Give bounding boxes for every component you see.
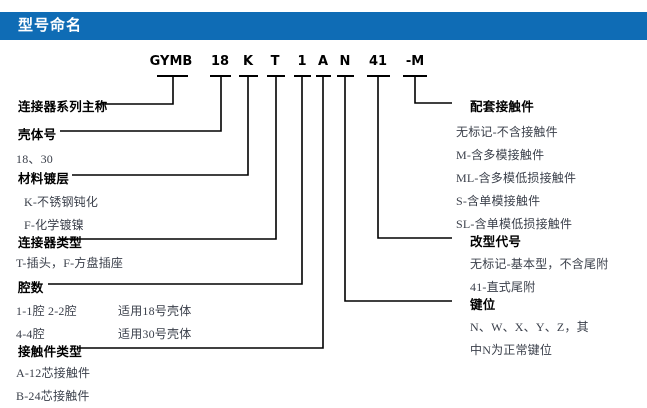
label-head-material-plating: 材料镀层 xyxy=(18,172,70,186)
label-detail-key-position-1: N、W、X、Y、Z，其 xyxy=(470,318,589,335)
label-detail-material-plating-1: K-不锈钢钝化 xyxy=(24,193,98,210)
label-detail-text: S-含单模接触件 xyxy=(456,194,541,208)
label-detail-text: 无标记-基本型，不含尾附 xyxy=(470,257,609,271)
code-segment-gymb: GYMB xyxy=(149,54,193,69)
label-detail-connector-type-1: T-插头，F-方盘插座 xyxy=(16,254,123,271)
leader-shell xyxy=(60,76,222,132)
label-detail-note: 适用30号壳体 xyxy=(118,327,192,341)
code-segment-a: A xyxy=(317,54,329,69)
label-detail-text: B-24芯接触件 xyxy=(16,389,90,403)
label-detail-text: 41-直式尾附 xyxy=(470,280,536,294)
label-detail-contact-type-1: A-12芯接触件 xyxy=(16,364,90,381)
leader-variant xyxy=(377,76,452,239)
label-detail-text: 1-1腔 2-2腔 xyxy=(16,304,77,318)
label-head-connector-type: 连接器类型 xyxy=(18,236,83,250)
label-head-variant-code: 改型代号 xyxy=(470,235,522,249)
label-detail-shell-size-1: 18、30 xyxy=(16,150,53,167)
label-detail-matching-contacts-5: SL-含单模低损接触件 xyxy=(456,215,572,232)
label-detail-key-position-2: 中N为正常键位 xyxy=(470,341,552,358)
label-head-key-position: 键位 xyxy=(470,298,496,312)
label-detail-contact-type-2: B-24芯接触件 xyxy=(16,387,90,404)
label-detail-text: K-不锈钢钝化 xyxy=(24,195,99,209)
leader-contact-type xyxy=(78,76,324,349)
code-segment-1: 1 xyxy=(297,54,307,69)
label-detail-text: 4-4腔 xyxy=(16,327,45,341)
label-head-series-main-name: 连接器系列主称 xyxy=(18,100,108,114)
label-detail-variant-code-2: 41-直式尾附 xyxy=(470,278,535,295)
label-detail-text: 中N为正常键位 xyxy=(470,343,553,357)
label-head-cavity-count: 腔数 xyxy=(18,281,44,295)
label-detail-cavity-count-1: 1-1腔 2-2腔 适用18号壳体 xyxy=(16,302,191,319)
label-detail-text: ML-含多模低损接触件 xyxy=(456,171,577,185)
code-segment-t: T xyxy=(270,54,280,69)
label-detail-matching-contacts-2: M-含多模接触件 xyxy=(456,146,544,163)
label-detail-text: F-化学镀镍 xyxy=(24,218,84,232)
label-detail-text: N、W、X、Y、Z，其 xyxy=(470,320,589,334)
label-detail-matching-contacts-4: S-含单模接触件 xyxy=(456,192,540,209)
label-detail-text: 无标记-不含接触件 xyxy=(456,125,558,139)
code-segment-18: 18 xyxy=(210,54,230,69)
leader-connector xyxy=(60,76,277,240)
label-detail-text: SL-含单模低损接触件 xyxy=(456,217,573,231)
label-detail-cavity-count-2: 4-4腔 适用30号壳体 xyxy=(16,325,191,342)
label-head-shell-size: 壳体号 xyxy=(18,128,57,142)
code-segment-k: K xyxy=(242,54,254,69)
code-segment-41: 41 xyxy=(368,54,388,69)
label-detail-text: M-含多模接触件 xyxy=(456,148,545,162)
leader-material xyxy=(72,76,249,176)
page-title: 型号命名 xyxy=(18,18,83,34)
label-head-contact-type: 接触件类型 xyxy=(18,345,83,359)
code-segment-m: -M xyxy=(405,54,425,69)
leader-cavity xyxy=(48,76,303,285)
label-detail-text: 18、30 xyxy=(16,152,54,166)
label-detail-matching-contacts-3: ML-含多模低损接触件 xyxy=(456,169,576,186)
label-detail-note: 适用18号壳体 xyxy=(118,304,192,318)
label-detail-text: T-插头，F-方盘插座 xyxy=(16,256,124,270)
header-bar xyxy=(0,12,647,40)
label-head-matching-contacts: 配套接触件 xyxy=(470,100,535,114)
label-detail-material-plating-2: F-化学镀镍 xyxy=(24,216,84,233)
label-detail-matching-contacts-1: 无标记-不含接触件 xyxy=(456,123,558,140)
leader-gymb xyxy=(96,76,174,105)
leader-key xyxy=(344,76,452,302)
label-detail-text: A-12芯接触件 xyxy=(16,366,91,380)
leader-matching xyxy=(414,76,452,104)
label-detail-variant-code-1: 无标记-基本型，不含尾附 xyxy=(470,255,608,272)
code-segment-n: N xyxy=(339,54,351,69)
